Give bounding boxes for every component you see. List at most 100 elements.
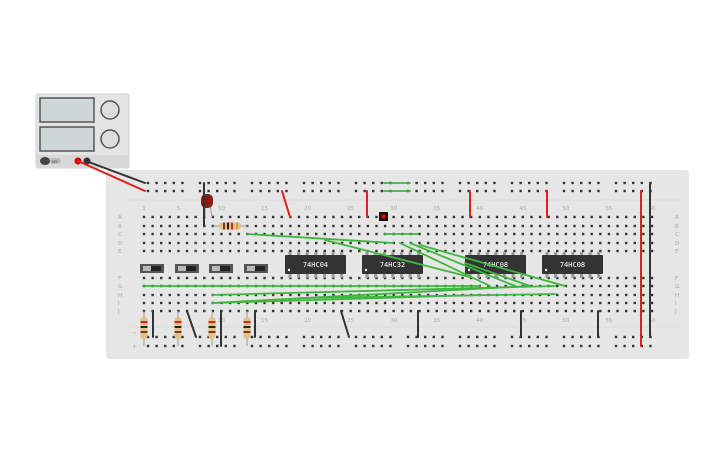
hole[interactable] [624, 249, 628, 253]
hole[interactable] [237, 232, 240, 236]
hole[interactable] [530, 241, 533, 245]
rail-hole[interactable] [510, 335, 514, 339]
hole[interactable] [530, 276, 533, 280]
hole[interactable] [547, 249, 550, 253]
resistor[interactable] [140, 311, 148, 346]
hole[interactable] [315, 215, 318, 219]
hole[interactable] [556, 293, 559, 297]
hole[interactable] [280, 232, 283, 236]
hole[interactable] [495, 232, 499, 236]
rail-hole[interactable] [372, 344, 375, 348]
hole[interactable] [624, 276, 628, 280]
hole[interactable] [297, 309, 301, 313]
green-wire[interactable] [246, 233, 394, 244]
rail-hole[interactable] [233, 181, 236, 185]
green-wire[interactable] [299, 293, 556, 299]
hole[interactable] [315, 249, 318, 253]
hole[interactable] [573, 293, 576, 297]
rail-hole[interactable] [571, 189, 574, 193]
hole[interactable] [573, 232, 576, 236]
hole[interactable] [349, 309, 352, 313]
hole[interactable] [616, 301, 619, 305]
rail-hole[interactable] [580, 344, 583, 348]
hole[interactable] [513, 301, 516, 305]
hole[interactable] [478, 301, 481, 305]
rail-hole[interactable] [198, 344, 202, 348]
hole[interactable] [487, 301, 490, 305]
hole[interactable] [392, 215, 395, 219]
rail-hole[interactable] [536, 344, 540, 348]
hole[interactable] [538, 249, 542, 253]
hole[interactable] [168, 215, 172, 219]
rail-hole[interactable] [155, 181, 158, 185]
rail-hole[interactable] [302, 335, 306, 339]
hole[interactable] [409, 215, 413, 219]
hole[interactable] [650, 293, 654, 297]
power-button[interactable] [40, 157, 50, 165]
hole[interactable] [452, 224, 456, 228]
hole[interactable] [263, 301, 266, 305]
hole[interactable] [358, 241, 361, 245]
hole[interactable] [607, 241, 611, 245]
hole[interactable] [590, 276, 593, 280]
hole[interactable] [530, 215, 533, 219]
hole[interactable] [633, 293, 636, 297]
hole[interactable] [556, 215, 559, 219]
hole[interactable] [228, 249, 232, 253]
rail-hole[interactable] [528, 335, 531, 339]
rail-hole[interactable] [484, 181, 488, 185]
hole[interactable] [599, 284, 602, 288]
hole[interactable] [590, 224, 593, 228]
hole[interactable] [642, 309, 645, 313]
hole[interactable] [513, 224, 516, 228]
hole[interactable] [624, 301, 628, 305]
rail-hole[interactable] [207, 181, 210, 185]
hole[interactable] [650, 276, 654, 280]
rail-hole[interactable] [562, 181, 566, 185]
rail-hole[interactable] [380, 344, 384, 348]
hole[interactable] [521, 301, 525, 305]
rail-hole[interactable] [181, 189, 184, 193]
rail-hole[interactable] [328, 335, 332, 339]
rail-hole[interactable] [545, 344, 548, 348]
voltage-knob[interactable] [100, 100, 120, 120]
hole[interactable] [349, 215, 352, 219]
hole[interactable] [340, 215, 344, 219]
black-wire[interactable] [186, 310, 197, 338]
hole[interactable] [211, 232, 215, 236]
hole[interactable] [160, 232, 163, 236]
hole[interactable] [177, 276, 180, 280]
rail-hole[interactable] [432, 181, 436, 185]
rail-hole[interactable] [467, 344, 470, 348]
hole[interactable] [142, 301, 146, 305]
rail-hole[interactable] [250, 181, 254, 185]
hole[interactable] [478, 224, 481, 228]
rail-hole[interactable] [354, 335, 358, 339]
rail-hole[interactable] [172, 189, 176, 193]
rail-hole[interactable] [198, 335, 202, 339]
rail-hole[interactable] [632, 335, 635, 339]
rail-hole[interactable] [484, 189, 488, 193]
hole[interactable] [194, 309, 197, 313]
hole[interactable] [246, 249, 249, 253]
rail-hole[interactable] [320, 189, 323, 193]
slide-switch-4[interactable] [244, 264, 268, 273]
hole[interactable] [409, 293, 413, 297]
hole[interactable] [521, 215, 525, 219]
rail-hole[interactable] [510, 181, 514, 185]
hole[interactable] [392, 224, 395, 228]
hole[interactable] [228, 309, 232, 313]
rail-hole[interactable] [597, 189, 600, 193]
rail-hole[interactable] [328, 189, 332, 193]
hole[interactable] [160, 301, 163, 305]
hole[interactable] [599, 215, 602, 219]
hole[interactable] [297, 249, 301, 253]
hole[interactable] [203, 293, 206, 297]
hole[interactable] [349, 232, 352, 236]
hole[interactable] [461, 276, 464, 280]
hole[interactable] [349, 249, 352, 253]
rail-hole[interactable] [528, 181, 531, 185]
hole[interactable] [650, 309, 654, 313]
rail-hole[interactable] [302, 344, 306, 348]
hole[interactable] [469, 249, 473, 253]
